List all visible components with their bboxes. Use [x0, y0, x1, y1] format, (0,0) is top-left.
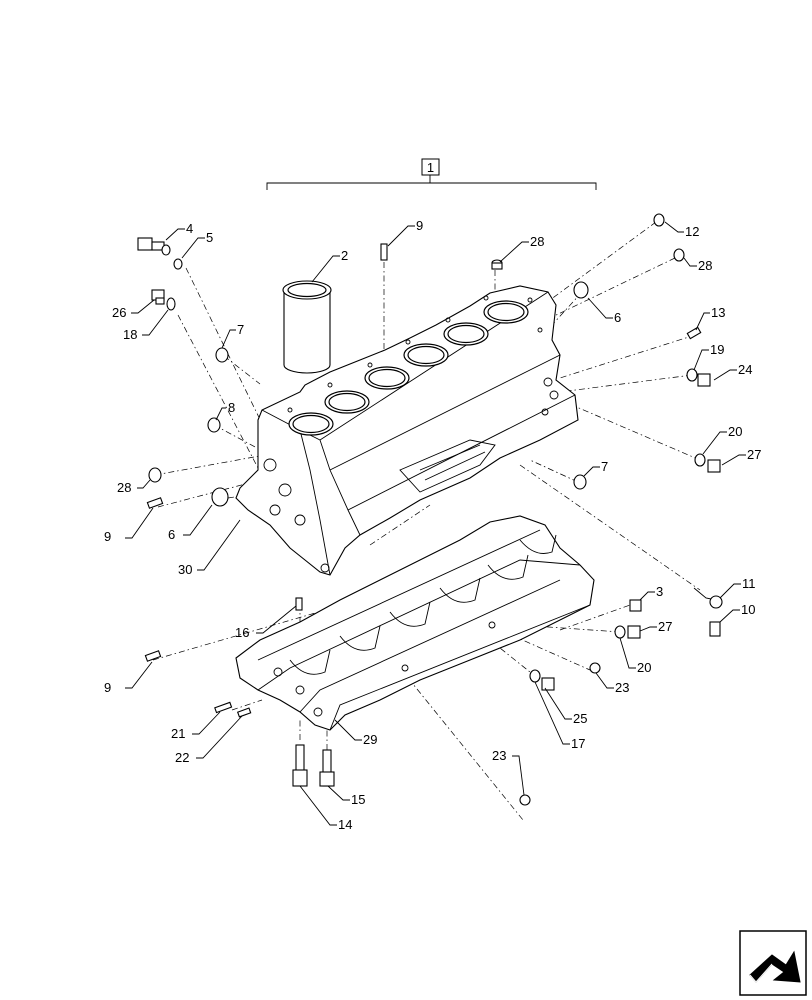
callout-28[interactable]: 28: [530, 234, 544, 249]
fitting-part-4: [137, 237, 171, 256]
callout-7[interactable]: 7: [237, 322, 244, 337]
callout-18[interactable]: 18: [123, 327, 137, 342]
dowel-pin-part-9-c: [144, 650, 162, 662]
plug-part-27-a: [707, 459, 721, 473]
callout-9[interactable]: 9: [104, 529, 111, 544]
callout-30[interactable]: 30: [178, 562, 192, 577]
crankcase-bedplate[interactable]: [235, 515, 595, 731]
plug-part-27-b: [627, 625, 641, 639]
plug-part-28-b: [673, 248, 685, 262]
dowel-pin-part-9-b: [146, 497, 164, 509]
callout-12[interactable]: 12: [685, 224, 699, 239]
bolt-part-14: [292, 744, 308, 787]
callout-6[interactable]: 6: [614, 310, 621, 325]
nozzle-part-11: [693, 587, 723, 609]
callout-4[interactable]: 4: [186, 221, 193, 236]
plug-part-26: [151, 289, 165, 305]
callout-25[interactable]: 25: [573, 711, 587, 726]
callout-3[interactable]: 3: [656, 584, 663, 599]
callout-5[interactable]: 5: [206, 230, 213, 245]
callout-20[interactable]: 20: [637, 660, 651, 675]
washer-part-19: [686, 368, 698, 382]
callout-7[interactable]: 7: [601, 459, 608, 474]
callout-2[interactable]: 2: [341, 248, 348, 263]
plug-part-24: [697, 373, 711, 387]
callout-20[interactable]: 20: [728, 424, 742, 439]
callout-10[interactable]: 10: [741, 602, 755, 617]
callout-23[interactable]: 23: [615, 680, 629, 695]
callout-23[interactable]: 23: [492, 748, 506, 763]
plug-part-8: [207, 417, 221, 433]
plug-part-25: [541, 677, 555, 691]
callout-29[interactable]: 29: [363, 732, 377, 747]
plug-part-28-a: [491, 259, 503, 270]
plug-part-7-b: [573, 474, 587, 490]
callout-11[interactable]: 11: [742, 576, 756, 591]
callout-28[interactable]: 28: [117, 480, 131, 495]
washer-part-20-b: [614, 625, 626, 639]
washer-part-20-a: [694, 453, 706, 467]
core-plug-part-6-a: [573, 281, 589, 299]
assembly-bracket: 1: [266, 158, 597, 190]
pin-part-13: [686, 326, 702, 340]
callout-labels: 4 5 26 18 2 9 28 12 28 6 13 7 19 24 8 20…: [104, 218, 761, 832]
plug-part-12: [653, 213, 665, 227]
plug-part-7-a: [215, 347, 229, 363]
callout-28[interactable]: 28: [698, 258, 712, 273]
valve-part-10: [709, 621, 721, 637]
washer-part-17: [529, 669, 541, 683]
callout-24[interactable]: 24: [738, 362, 752, 377]
leader-lines: [125, 221, 746, 826]
pin-part-22: [236, 707, 252, 718]
plug-part-23-a: [589, 662, 601, 674]
callout-8[interactable]: 8: [228, 400, 235, 415]
callout-9[interactable]: 9: [104, 680, 111, 695]
plug-part-3: [629, 599, 642, 612]
callout-27[interactable]: 27: [658, 619, 672, 634]
core-plug-part-6-b: [211, 487, 229, 507]
next-page-arrow-icon[interactable]: [739, 930, 807, 996]
pin-part-16: [295, 597, 303, 611]
washer-part-18: [166, 297, 176, 311]
plug-part-28-c: [148, 467, 162, 483]
callout-16[interactable]: 16: [235, 625, 249, 640]
callout-15[interactable]: 15: [351, 792, 365, 807]
callout-26[interactable]: 26: [112, 305, 126, 320]
callout-17[interactable]: 17: [571, 736, 585, 751]
callout-13[interactable]: 13: [711, 305, 725, 320]
callout-21[interactable]: 21: [171, 726, 185, 741]
hardware: [137, 213, 723, 806]
bolt-part-15: [319, 749, 335, 787]
callout-9[interactable]: 9: [416, 218, 423, 233]
pin-part-21: [214, 701, 233, 714]
plug-part-23-b: [519, 794, 531, 806]
callout-6[interactable]: 6: [168, 527, 175, 542]
callout-19[interactable]: 19: [710, 342, 724, 357]
callout-1[interactable]: 1: [427, 160, 434, 175]
cylinder-block[interactable]: [235, 285, 579, 576]
o-ring-part-5: [173, 258, 183, 270]
dowel-pin-part-9: [380, 243, 388, 261]
callout-14[interactable]: 14: [338, 817, 352, 832]
cylinder-liner[interactable]: [282, 280, 332, 374]
callout-22[interactable]: 22: [175, 750, 189, 765]
callout-27[interactable]: 27: [747, 447, 761, 462]
